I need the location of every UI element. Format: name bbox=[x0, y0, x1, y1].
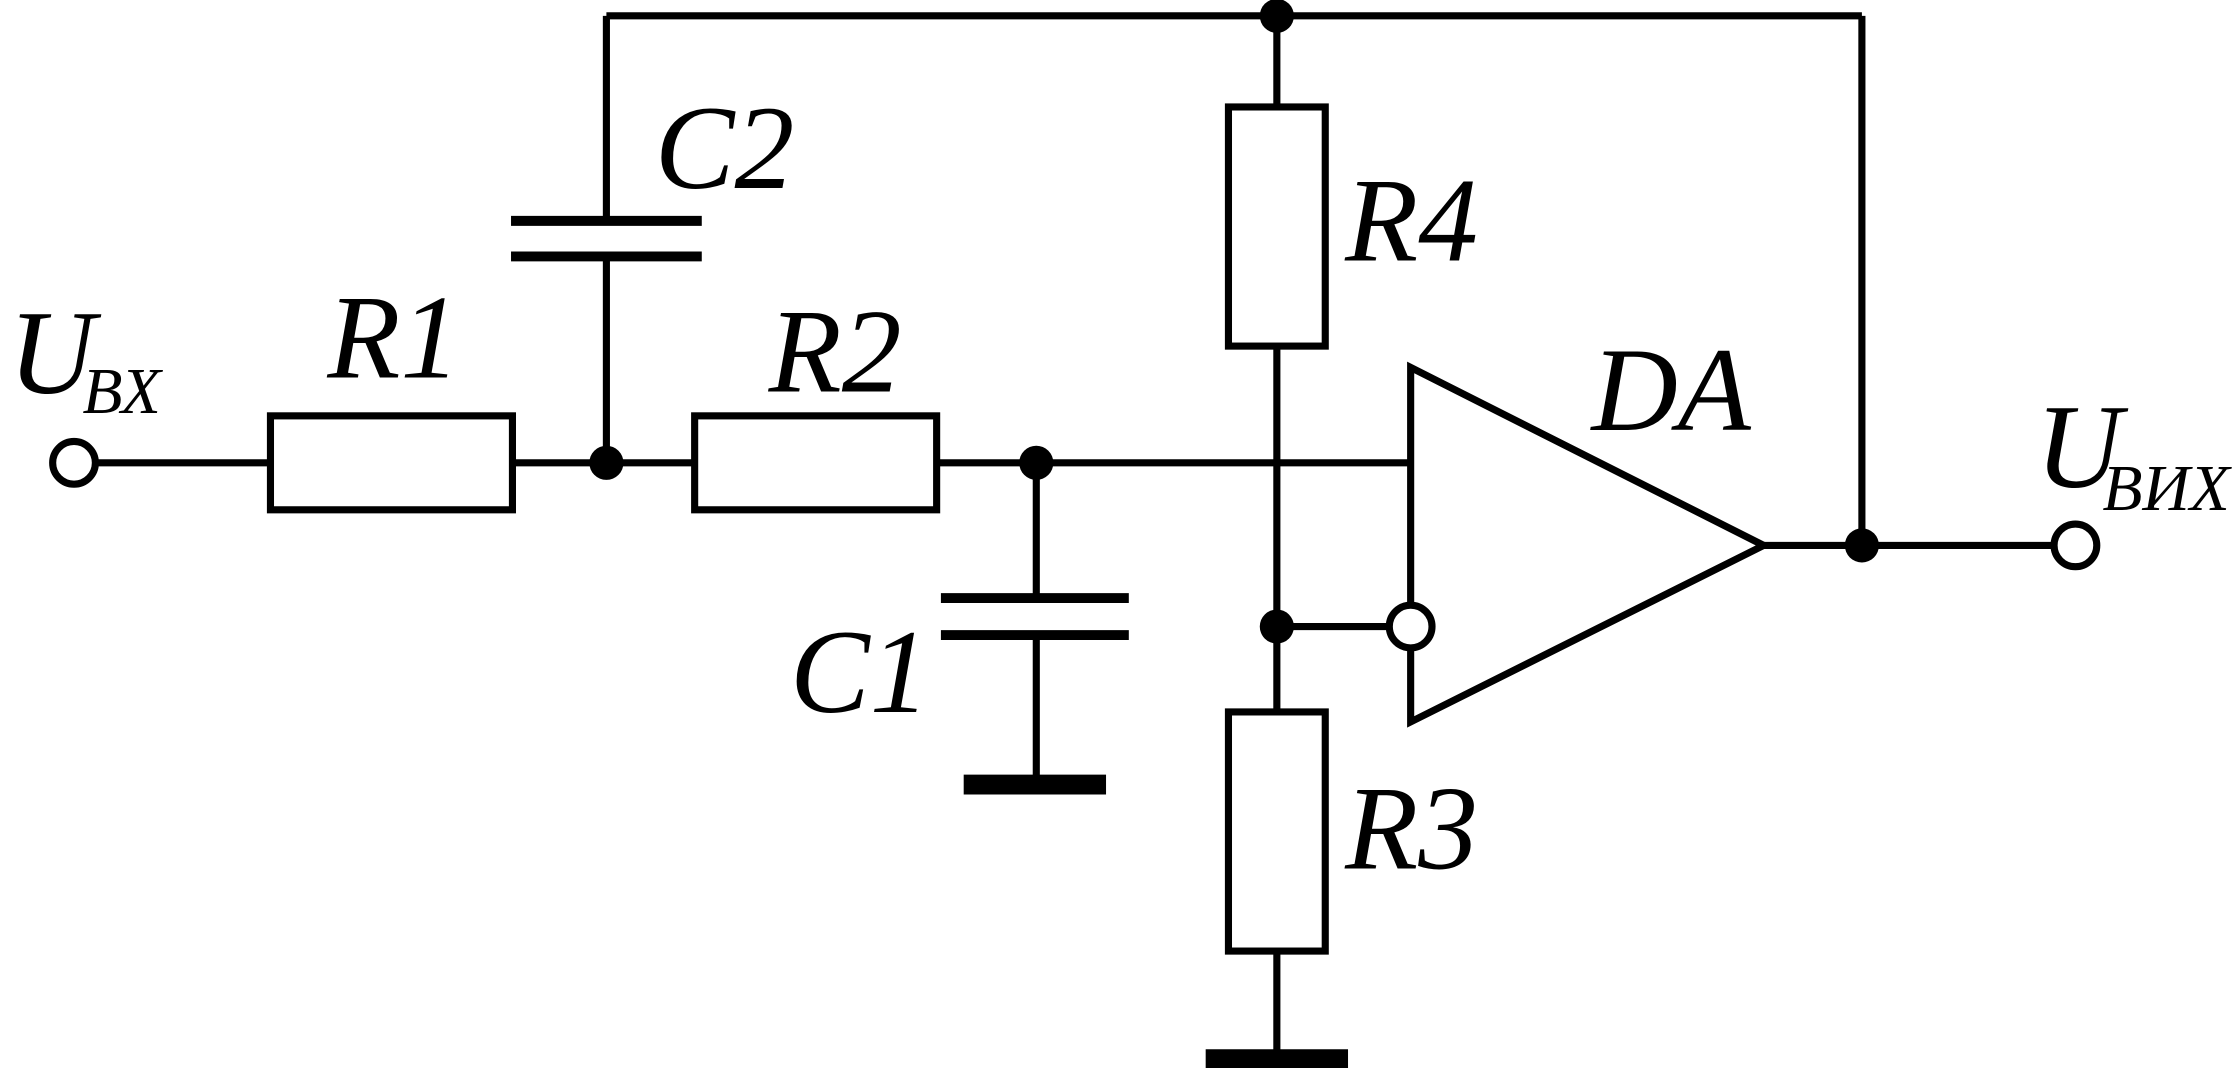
capacitor-c2 bbox=[511, 215, 702, 262]
junction-output bbox=[1844, 528, 1879, 563]
opamp-da bbox=[1407, 361, 1772, 728]
label-u-in-sub: ВХ bbox=[83, 356, 164, 428]
label-da: DA bbox=[1589, 323, 1751, 456]
resistor-r4 bbox=[1224, 103, 1329, 350]
label-u-out-sub: ВИХ bbox=[2102, 453, 2232, 525]
resistor-r3 bbox=[1224, 708, 1329, 955]
label-r2: R2 bbox=[768, 285, 902, 418]
input-terminal bbox=[49, 437, 99, 488]
resistor-r1 bbox=[266, 412, 517, 514]
label-c1: C1 bbox=[790, 605, 930, 738]
junction-top bbox=[1259, 0, 1294, 33]
label-c2: C2 bbox=[655, 81, 795, 214]
junctions bbox=[589, 0, 1879, 644]
junction-r3-r4 bbox=[1259, 609, 1294, 644]
capacitor-c1 bbox=[940, 593, 1129, 641]
output-terminal bbox=[2050, 520, 2101, 571]
label-r4: R4 bbox=[1344, 154, 1478, 287]
inverting-input-bubble bbox=[1385, 601, 1436, 652]
label-u-in: U bbox=[9, 286, 102, 419]
resistor-r2 bbox=[691, 412, 941, 514]
label-r1: R1 bbox=[326, 270, 460, 403]
wires bbox=[93, 12, 2055, 1060]
junction-r2-c1 bbox=[1019, 445, 1054, 480]
junction-r1-c2 bbox=[589, 445, 624, 480]
label-r3: R3 bbox=[1344, 762, 1478, 895]
label-u-out: U bbox=[2036, 380, 2129, 513]
